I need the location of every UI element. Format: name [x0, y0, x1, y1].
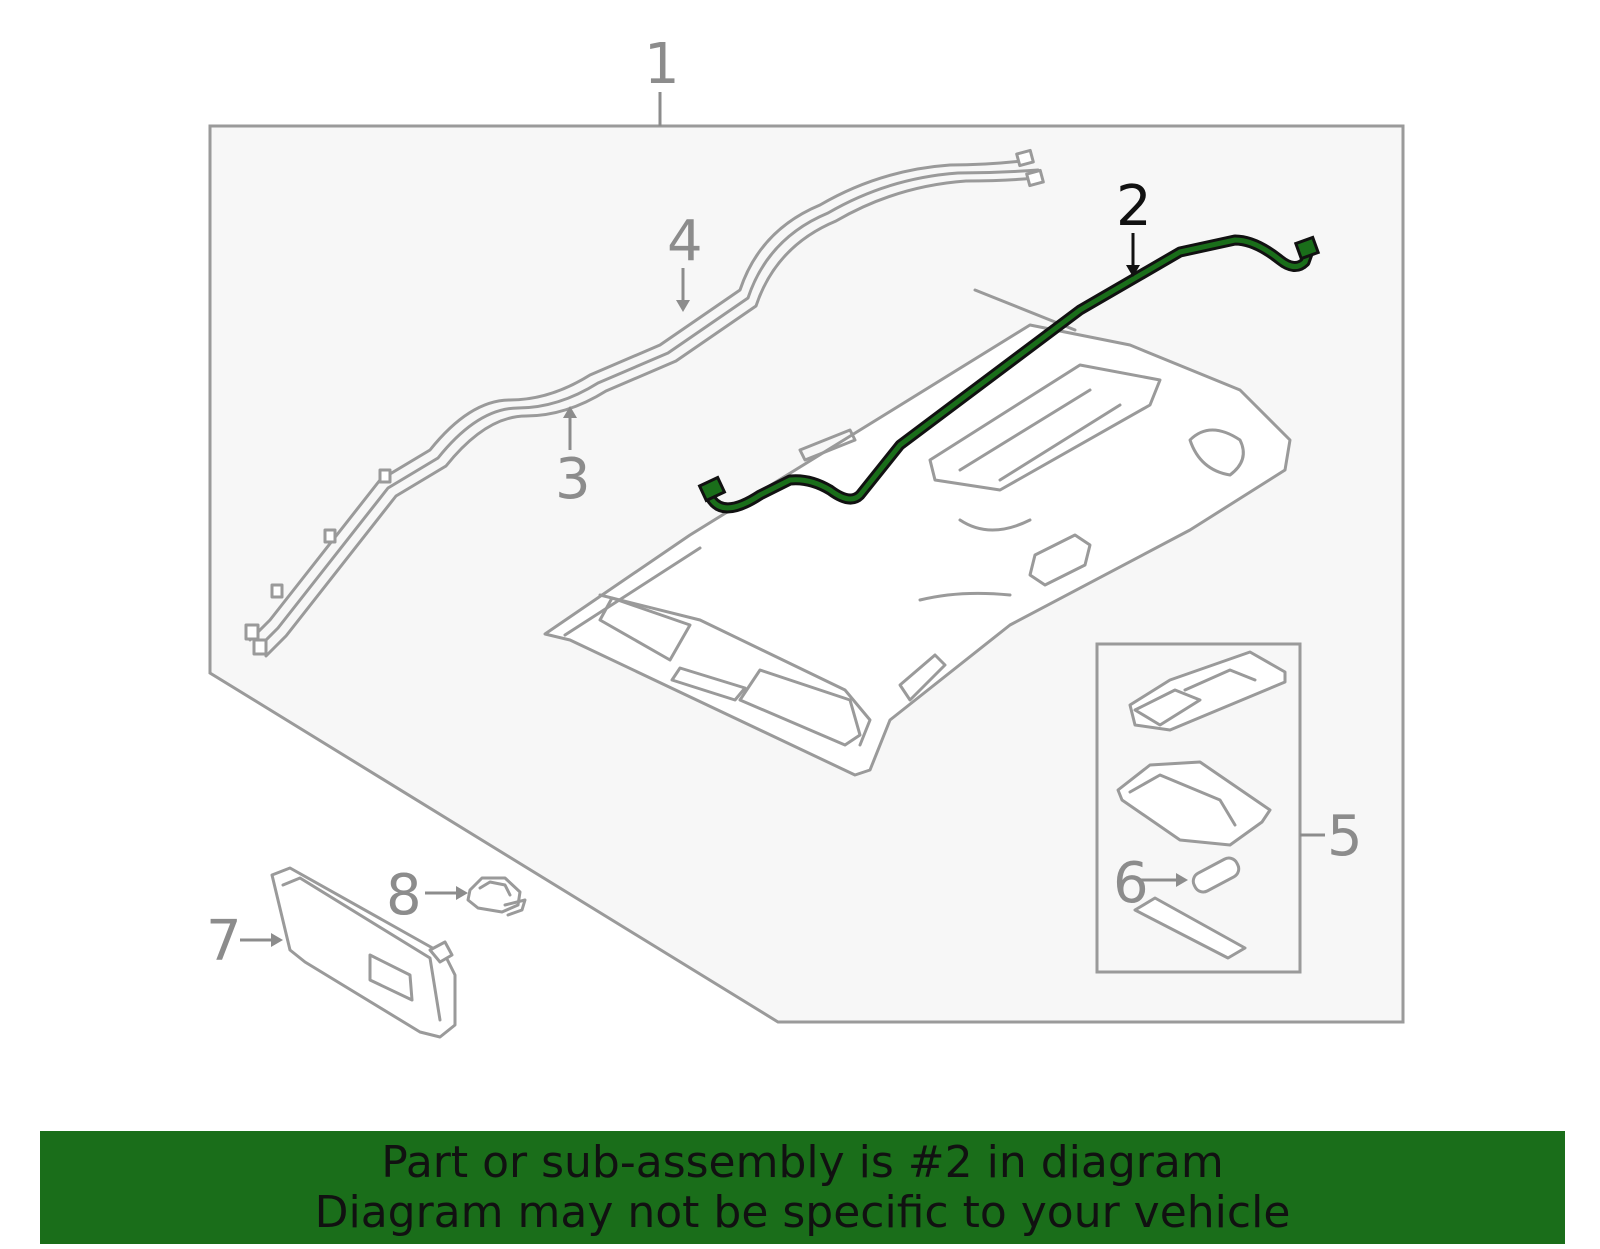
visor-clip [466, 876, 527, 917]
callout-4: 4 [667, 209, 703, 274]
highlighted-harness-part-2 [697, 234, 1321, 514]
banner-line-disclaimer: Diagram may not be specific to your vehi… [314, 1187, 1291, 1238]
sun-visor [270, 866, 457, 1039]
wiring-harness-3-4 [244, 148, 1045, 658]
callout-6-arrowhead [1176, 873, 1188, 887]
callout-4-arrowhead [676, 300, 690, 312]
headliner [543, 288, 1292, 777]
callout-7-arrowhead [271, 933, 283, 947]
callout-2: 2 [1116, 174, 1152, 239]
callout-6: 6 [1113, 851, 1149, 916]
callout-8: 8 [386, 863, 422, 928]
callout-2-arrowhead [1126, 265, 1140, 277]
banner-line-part: Part or sub-assembly is #2 in diagram [381, 1137, 1224, 1188]
part-info-banner: Part or sub-assembly is #2 in diagram Di… [40, 1131, 1565, 1244]
dome-lamp-parts [1116, 650, 1287, 960]
callout-1: 1 [644, 32, 680, 97]
callout-7: 7 [206, 909, 242, 974]
callout-3: 3 [555, 447, 591, 512]
callout-8-arrowhead [456, 886, 468, 900]
callout-3-arrowhead [563, 406, 577, 418]
callout-5: 5 [1327, 804, 1363, 869]
